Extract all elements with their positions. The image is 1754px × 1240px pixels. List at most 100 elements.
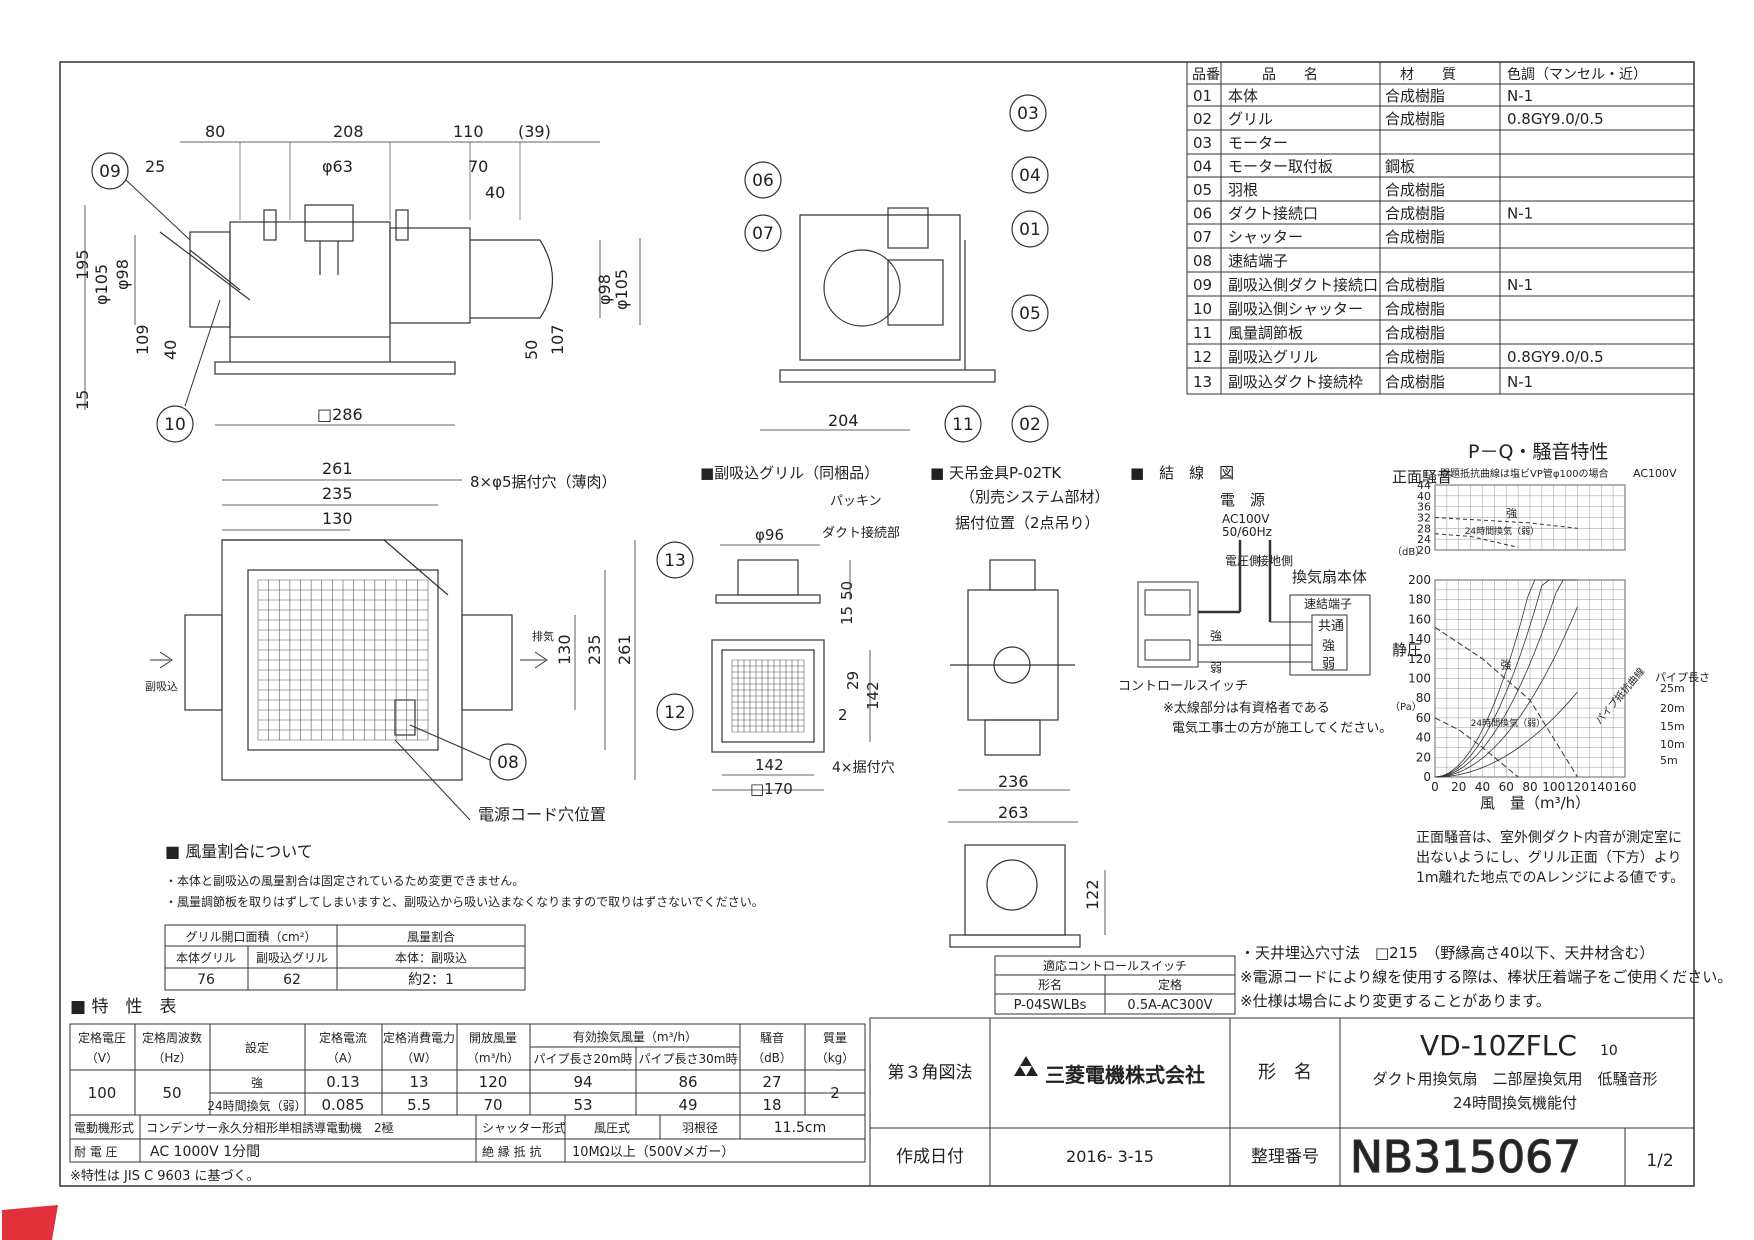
pq-ytick: 160 xyxy=(1408,612,1431,626)
note-spec-change: ※仕様は場合により変更することがあります。 xyxy=(1240,992,1551,1010)
company-logo-icon xyxy=(1014,1056,1038,1076)
airflow-ratio-note-1: ・本体と副吸込の風量割合は固定されているため変更できません。 xyxy=(165,873,524,888)
front-dim: 50 xyxy=(522,340,541,360)
front-dim: φ63 xyxy=(322,157,353,176)
char-cell: 強 xyxy=(251,1076,263,1090)
pq-ytick: 200 xyxy=(1408,573,1431,587)
page-number: 1/2 xyxy=(1646,1151,1673,1171)
h-pipe30: パイプ長さ30m時 xyxy=(639,1052,738,1066)
h-open: 開放風量 xyxy=(469,1030,517,1045)
cord-hole-leader xyxy=(394,739,471,821)
date-label: 作成日付 xyxy=(896,1147,964,1167)
callout-13 xyxy=(656,541,694,579)
ratio-h-area: グリル開口面積（cm²） xyxy=(185,929,316,944)
switch-table-title: 適応コントロールスイッチ xyxy=(1043,958,1187,973)
part-material: 合成樹脂 xyxy=(1385,87,1445,105)
pq-note-3: 1m離れた地点でのAレンジによる値です。 xyxy=(1416,869,1684,886)
char-cell: 120 xyxy=(479,1073,508,1091)
wiring-power: 電 源 xyxy=(1220,491,1265,509)
switch-model: P-04SWLBs xyxy=(1014,998,1087,1013)
callout-02 xyxy=(1011,405,1049,443)
plan-dim: 130 xyxy=(555,634,574,665)
callout-11-label: 11 xyxy=(952,415,974,435)
callout-01-label: 01 xyxy=(1019,220,1041,240)
wiring-lines xyxy=(1137,540,1371,676)
model-desc-2: 24時間換気機能付 xyxy=(1453,1094,1577,1112)
pipe-length-value: 20m xyxy=(1660,702,1685,715)
pq-notes: 正面騒音は、室外側ダクト内音が測定室に 出ないようにし、グリル正面（下方）より … xyxy=(1416,829,1684,886)
pq-pressure-label: 静圧 xyxy=(1392,641,1422,659)
hanger-dim-236: 236 xyxy=(998,772,1029,791)
callout-08-leader xyxy=(409,724,491,761)
date-value: 2016- 3-15 xyxy=(1066,1147,1154,1166)
mounting-hole-note: 8×φ5据付穴（薄肉） xyxy=(470,473,617,491)
terminal-common: 共通 xyxy=(1318,619,1344,634)
withstand-label: 耐 電 圧 xyxy=(74,1145,118,1159)
noise-ytick: 20 xyxy=(1417,544,1431,557)
callout-05-label: 05 xyxy=(1019,304,1041,324)
part-no: 10 xyxy=(1193,300,1212,318)
airflow-ratio-title: ■ 風量割合について xyxy=(165,842,313,861)
pq-xtick: 80 xyxy=(1522,780,1537,794)
intake-label: 副吸込 xyxy=(145,680,178,693)
ratio-v-ratio: 約2：1 xyxy=(408,972,454,988)
pq-xtick: 60 xyxy=(1499,780,1514,794)
front-dim: 208 xyxy=(333,122,364,141)
hanger-title: ■ 天吊金具P-02TK xyxy=(930,464,1062,482)
part-material: 合成樹脂 xyxy=(1385,110,1445,128)
side-view-drawing xyxy=(760,207,996,431)
part-material: 合成樹脂 xyxy=(1385,228,1445,246)
h-noise: 騒音 xyxy=(760,1030,784,1045)
sub-grille-dim: 15 xyxy=(838,606,856,625)
motor-label: 電動機形式 xyxy=(74,1120,134,1135)
hanger-drawing xyxy=(948,559,1106,948)
callout-13-label: 13 xyxy=(664,551,686,571)
pq-noise-label: 正面騒音 xyxy=(1392,468,1452,486)
part-name: 速結端子 xyxy=(1228,252,1288,270)
pq-series-line xyxy=(1434,717,1519,778)
pq-series-line xyxy=(1434,626,1578,778)
pipe-resistance-curve xyxy=(1434,606,1578,778)
general-notes: ・天井埋込穴寸法 □215 （野縁高さ40以下、天井材含む） ※電源コードにより… xyxy=(1240,944,1732,1010)
characteristics-note: ※特性は JIS C 9603 に基づく。 xyxy=(70,1169,260,1184)
front-dim: 110 xyxy=(453,122,484,141)
front-dim: 70 xyxy=(468,157,488,176)
char-cell: 27 xyxy=(762,1073,781,1091)
char-cell: 70 xyxy=(483,1096,502,1114)
pipe-resistance-curve xyxy=(1434,579,1578,778)
part-name: シャッター xyxy=(1228,228,1303,246)
plan-grille-grid xyxy=(257,579,429,741)
callout-10-label: 10 xyxy=(164,415,186,435)
part-name: 副吸込側シャッター xyxy=(1228,300,1363,318)
note-cord: ※電源コードにより線を使用する際は、棒状圧着端子をご使用ください。 xyxy=(1240,968,1732,986)
val-voltage: 100 xyxy=(88,1084,117,1102)
noise-ytick: 40 xyxy=(1417,490,1431,503)
h-current: 定格電流 xyxy=(319,1030,367,1045)
callout-01 xyxy=(1011,210,1049,248)
noise-series-line xyxy=(1434,533,1519,548)
control-switch-label: コントロールスイッチ xyxy=(1118,679,1248,694)
hanger-position: 据付位置（2点吊り） xyxy=(955,514,1100,532)
part-color: 0.8GY9.0/0.5 xyxy=(1507,348,1604,366)
char-cell: 49 xyxy=(678,1096,697,1114)
terminal-label: 速結端子 xyxy=(1304,597,1352,611)
front-dim: φ105 xyxy=(612,269,631,310)
noise-ytick: 28 xyxy=(1417,522,1431,535)
val-freq: 50 xyxy=(162,1084,181,1102)
callout-08 xyxy=(489,743,527,781)
hanger-dim-263: 263 xyxy=(998,803,1029,822)
char-cell: 18 xyxy=(762,1096,781,1114)
parts-table xyxy=(1186,61,1695,395)
callout-04-label: 04 xyxy=(1019,166,1041,186)
col-name-header: 品 名 xyxy=(1262,67,1318,83)
pq-note-2: 出ないようにし、グリル正面（下方）より xyxy=(1416,850,1681,866)
front-dim: 80 xyxy=(205,122,225,141)
pq-ytick: 80 xyxy=(1416,691,1431,705)
char-cell: 0.085 xyxy=(322,1096,365,1114)
